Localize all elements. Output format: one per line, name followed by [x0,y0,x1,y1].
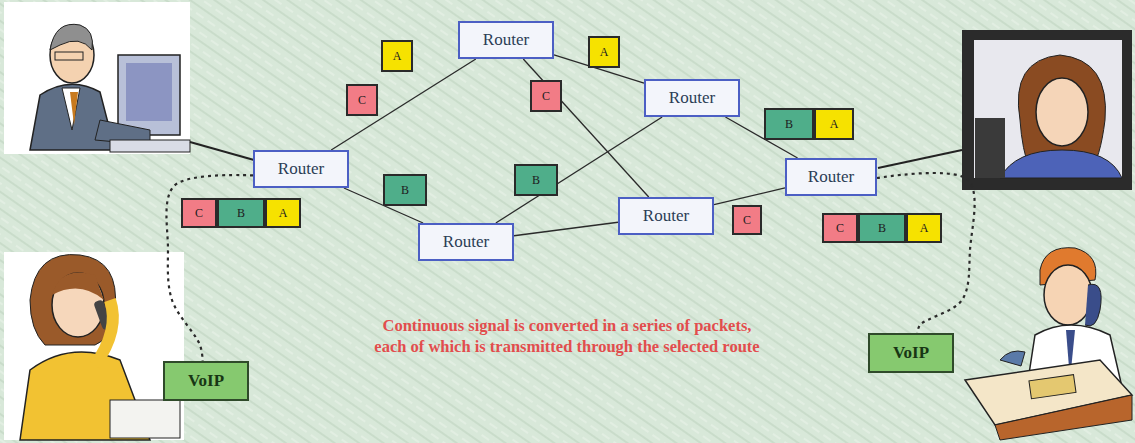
packet-box: B [217,198,265,228]
packet-label: C [542,89,550,104]
router-box: Router [418,223,514,261]
dotted-link [877,173,975,333]
woman-at-monitor [962,30,1132,190]
packet-label: B [785,117,793,132]
voip-box: VoIP [163,361,249,401]
router-box: Router [618,197,714,235]
node-label: Router [643,206,689,226]
packet-box: A [265,198,301,228]
packet-box: C [530,80,562,112]
packet-box: A [906,213,942,243]
network-link [714,188,785,205]
packet-box: A [588,36,620,68]
packet-label: A [600,45,609,60]
wire [878,150,962,168]
packet-label: B [532,173,540,188]
node-label: Router [278,159,324,179]
node-label: Router [483,30,529,50]
caption: Continuous signal is converted in a seri… [372,316,762,357]
wire [190,142,254,160]
packet-label: B [878,221,886,236]
router-box: Router [253,150,349,188]
node-label: VoIP [188,371,224,391]
packet-label: C [195,206,203,221]
packet-label: C [836,221,844,236]
packet-label: A [393,49,402,64]
packet-box: B [858,213,906,243]
woman-on-phone [4,252,184,440]
packet-label: C [358,93,366,108]
packet-label: A [279,206,288,221]
router-box: Router [785,158,877,196]
packet-label: B [401,183,409,198]
packet-box: B [764,108,814,140]
network-link [331,59,476,150]
packet-box: A [381,40,413,72]
node-label: Router [443,232,489,252]
packet-box: B [514,164,558,196]
node-label: Router [808,167,854,187]
packet-box: C [732,205,762,235]
packet-label: A [920,221,929,236]
network-link [514,222,618,236]
packet-box: C [181,198,217,228]
packet-box: C [822,213,858,243]
node-label: VoIP [893,343,929,363]
node-label: Router [669,88,715,108]
packet-box: C [346,84,378,116]
router-box: Router [458,21,554,59]
packet-label: A [830,117,839,132]
router-box: Router [644,79,740,117]
packet-box: A [814,108,854,140]
packet-box: B [383,174,427,206]
voip-box: VoIP [868,333,954,373]
man-on-phone-at-desk [965,248,1132,440]
packet-label: B [237,206,245,221]
man-at-computer [4,2,190,154]
packet-label: C [743,213,751,228]
